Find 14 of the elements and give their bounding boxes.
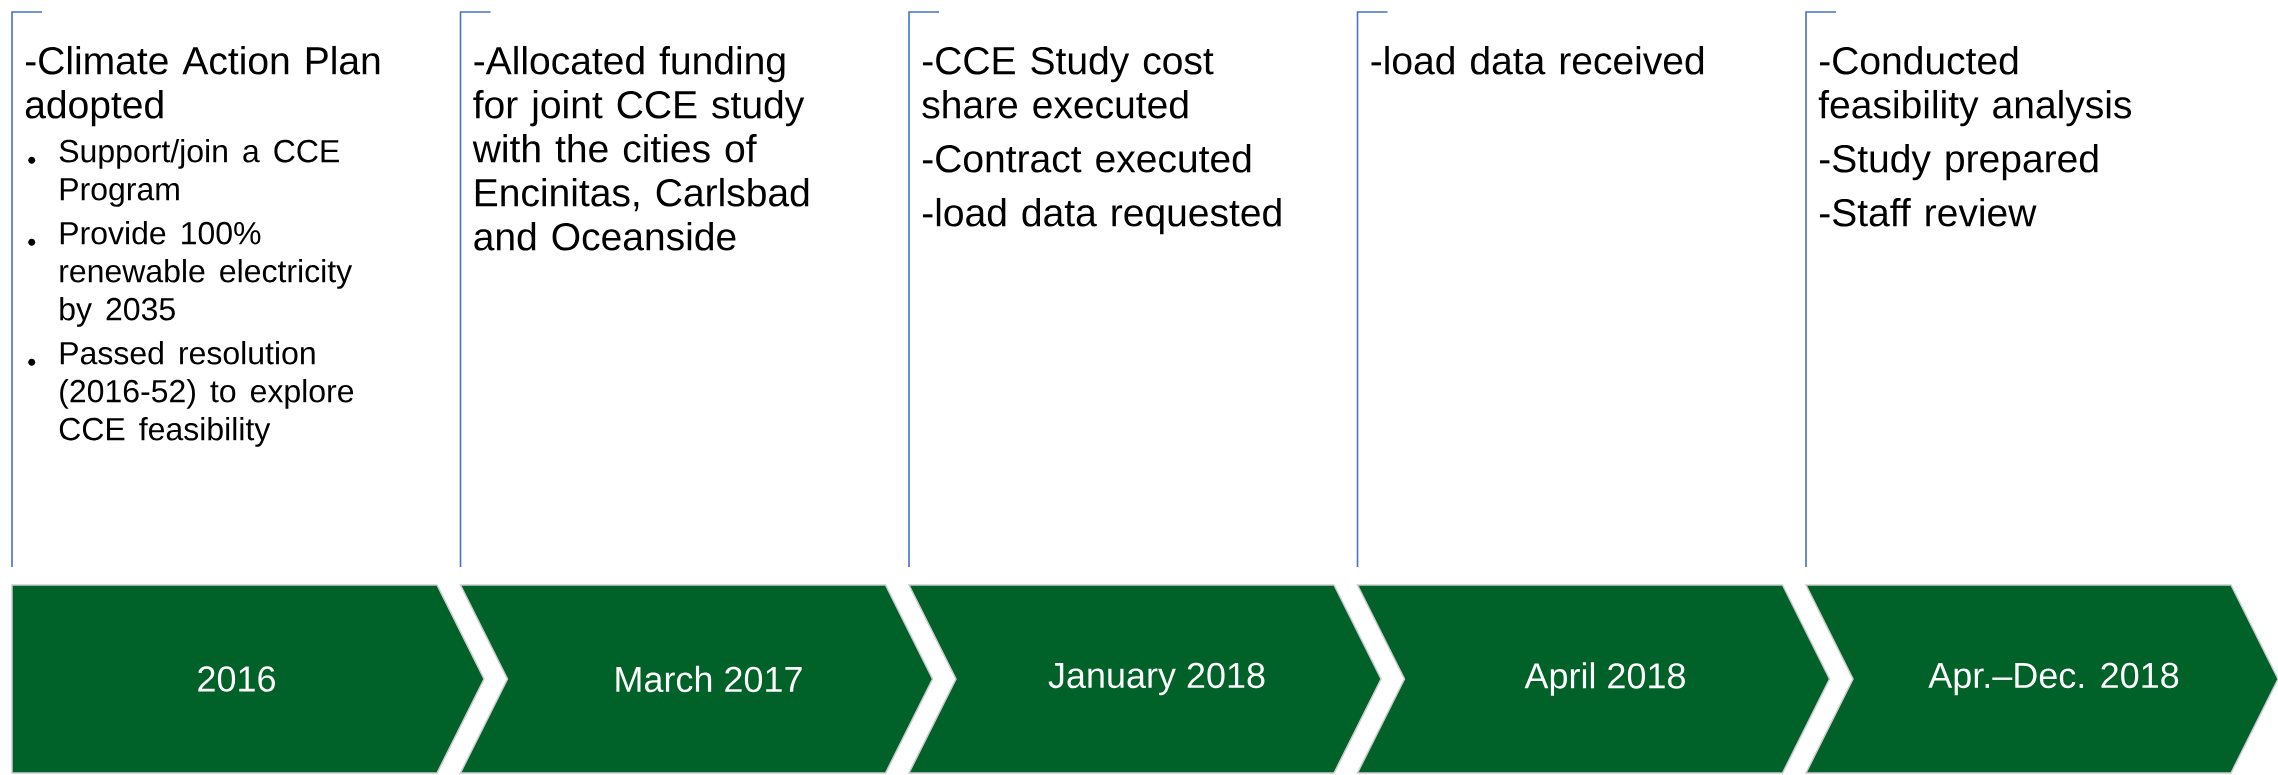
date-band: January 2018 (907, 584, 1382, 774)
node-label: Passed resolution (2016-52) to explore CCE feasibility (59, 341, 354, 447)
date-band: 2016 (11, 584, 485, 774)
text-bracket: -Climate Action Plan adopted Support/join a CCE Program Provide 100% renewable electricity by 2035 Passed resolution (2016-52) to explore CCE feasibility (11, 11, 380, 568)
node-label: Support/join a CCE Program (59, 139, 339, 207)
text-bracket: -load data received (1356, 11, 1704, 568)
date-band: April 2018 (1356, 584, 1831, 774)
text-bracket: -Allocated funding for joint CCE study with the cities of Encinitas, Carlsbad and Oceanside (459, 11, 809, 568)
node-label: Provide 100% renewable electricity by 2035 (60, 221, 353, 327)
text-bracket: -CCE Study cost share executed -Contract executed -load data requested (908, 11, 1281, 568)
date-band: Apr.–Dec. 2018 (1804, 584, 2278, 774)
text-bracket: -Conducted feasibility analysis -Study prepared -Staff review (1805, 11, 2132, 568)
node-label: -Climate Action Plan adopted (25, 45, 380, 127)
date-band: March 2017 (459, 584, 934, 774)
